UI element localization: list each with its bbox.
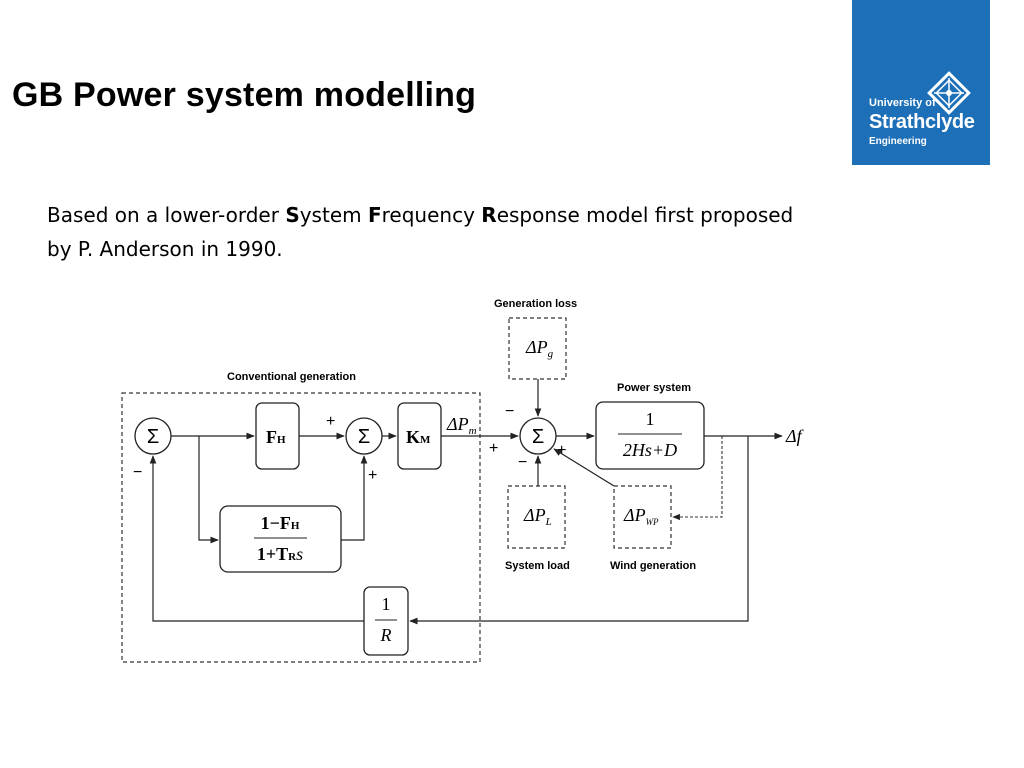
- dpm-text: ΔPm: [446, 414, 477, 437]
- sum1-minus-sign: −: [133, 464, 142, 481]
- km-text: KM: [406, 427, 431, 447]
- wind-feedback-dashed: [672, 436, 723, 521]
- conventional-generation-label: Conventional generation: [227, 371, 356, 383]
- summing-junction-2-symbol: Σ: [358, 426, 370, 448]
- power-system-numerator: 1: [646, 409, 655, 429]
- dpwp-text: ΔPWP: [623, 505, 659, 527]
- university-logo: University of Strathclyde Engineering: [852, 0, 990, 165]
- system-load-label: System load: [505, 560, 570, 572]
- summing-junction-main-symbol: Σ: [532, 426, 544, 448]
- reheat-lag-block: [219, 505, 342, 573]
- main-minus-bottom: −: [518, 454, 527, 471]
- dpg-text: ΔPg: [525, 337, 554, 360]
- generation-loss-box: [508, 317, 567, 380]
- lag-denominator: 1+TRs: [257, 544, 303, 564]
- crest-icon: [927, 71, 971, 115]
- intro-paragraph: Based on a lower-order System Frequency …: [47, 203, 794, 261]
- generation-loss-label: Generation loss: [494, 298, 577, 310]
- logo-line-strathclyde: Strathclyde: [869, 111, 975, 133]
- main-minus-top: −: [505, 403, 514, 420]
- droop-numerator: 1: [382, 594, 391, 614]
- system-load-box: [507, 485, 566, 549]
- conventional-generation-group: [121, 392, 481, 663]
- power-system-label: Power system: [617, 382, 691, 394]
- dpl-text: ΔPL: [523, 505, 552, 528]
- main-plus-left: +: [489, 440, 498, 457]
- sum2-plus-bottom: +: [368, 467, 377, 484]
- sum2-plus-top: +: [326, 413, 335, 430]
- droop-denominator: R: [380, 625, 392, 645]
- logo-line-engineering: Engineering: [869, 136, 927, 147]
- slide-title: GB Power system modelling: [12, 76, 477, 114]
- wind-generation-box: [613, 485, 672, 549]
- power-system-denominator: 2Hs+D: [623, 440, 677, 460]
- wind-generation-label: Wind generation: [610, 560, 696, 572]
- logo-line-university: University of: [869, 97, 936, 109]
- fh-text: FH: [266, 427, 286, 447]
- lag-numerator: 1−FH: [261, 513, 300, 533]
- df-text: Δf: [785, 426, 805, 446]
- summing-junction-1-symbol: Σ: [147, 426, 159, 448]
